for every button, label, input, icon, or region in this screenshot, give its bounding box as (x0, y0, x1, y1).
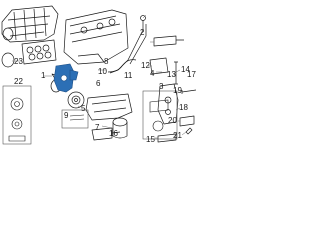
drain-plug (179, 115, 195, 127)
gasket-set (21, 39, 57, 65)
oil-filter (112, 117, 128, 139)
detail-box-9 (61, 109, 89, 129)
detail-9-parts (69, 114, 85, 121)
callout-1: 1 (41, 71, 46, 80)
callout-11: 11 (124, 71, 133, 80)
callout-4: 4 (150, 69, 155, 78)
callout-2: 2 (140, 28, 145, 37)
callout-3: 3 (159, 82, 164, 91)
intake-manifold (1, 5, 59, 43)
parts-diagram: 1 2 3 4 5 6 7 8 9 10 11 12 13 14 15 16 1… (0, 0, 200, 147)
callout-18: 18 (179, 103, 188, 112)
detail-18-parts (149, 99, 169, 132)
callout-19: 19 (173, 86, 182, 95)
callout-23: 23 (14, 57, 23, 66)
stud (174, 61, 178, 85)
callout-5: 5 (81, 104, 86, 113)
callout-7: 7 (95, 123, 100, 132)
detail-box-18 (142, 90, 178, 140)
o-ring (1, 52, 15, 68)
filter-adapter (149, 57, 169, 75)
engine-block (63, 9, 129, 65)
crank-damper (67, 91, 85, 109)
bolt-19 (181, 89, 197, 94)
callout-13: 13 (167, 70, 176, 79)
callout-10: 10 (98, 67, 107, 76)
oil-pan (85, 93, 133, 121)
stud-21 (185, 127, 193, 135)
callout-21: 21 (173, 131, 182, 140)
callout-16: 16 (109, 129, 118, 138)
callout-14: 14 (181, 65, 190, 74)
detail-box-22 (2, 85, 32, 145)
callout-12: 12 (141, 61, 150, 70)
diagram-artwork (1, 5, 197, 145)
callout-8: 8 (104, 57, 109, 66)
callout-9: 9 (64, 111, 69, 120)
callout-15: 15 (146, 135, 155, 144)
callout-20: 20 (168, 116, 177, 125)
detail-22-parts (8, 97, 26, 142)
dowel (157, 133, 177, 143)
callout-17: 17 (187, 70, 196, 79)
oil-pump-highlight (53, 63, 79, 93)
callout-22: 22 (14, 77, 23, 86)
sensor (153, 35, 184, 47)
hose (107, 59, 137, 73)
callout-6: 6 (96, 79, 101, 88)
